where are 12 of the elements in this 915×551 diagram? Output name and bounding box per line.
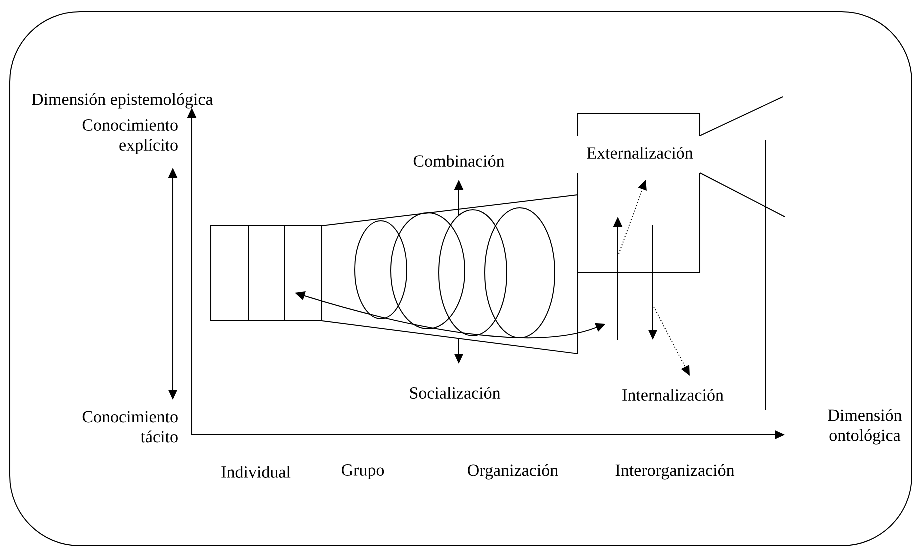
axis-title: Dimensión ontológica (828, 409, 902, 445)
level-label: Grupo (342, 464, 384, 480)
axis-title: Dimensión epistemológica (32, 93, 214, 109)
axis-end-label: Conocimiento explícito (82, 120, 178, 154)
axis-end-label: Conocimiento tácito (82, 411, 178, 443)
mode-label: Combinación (414, 155, 505, 167)
mode-label: Externalización (587, 147, 694, 159)
mode-label: Internalización (622, 389, 724, 401)
level-label: Individual (222, 466, 291, 478)
mode-label: Socialización (410, 387, 501, 399)
level-label: Interorganización (616, 464, 735, 480)
level-label: Organización (468, 464, 558, 480)
